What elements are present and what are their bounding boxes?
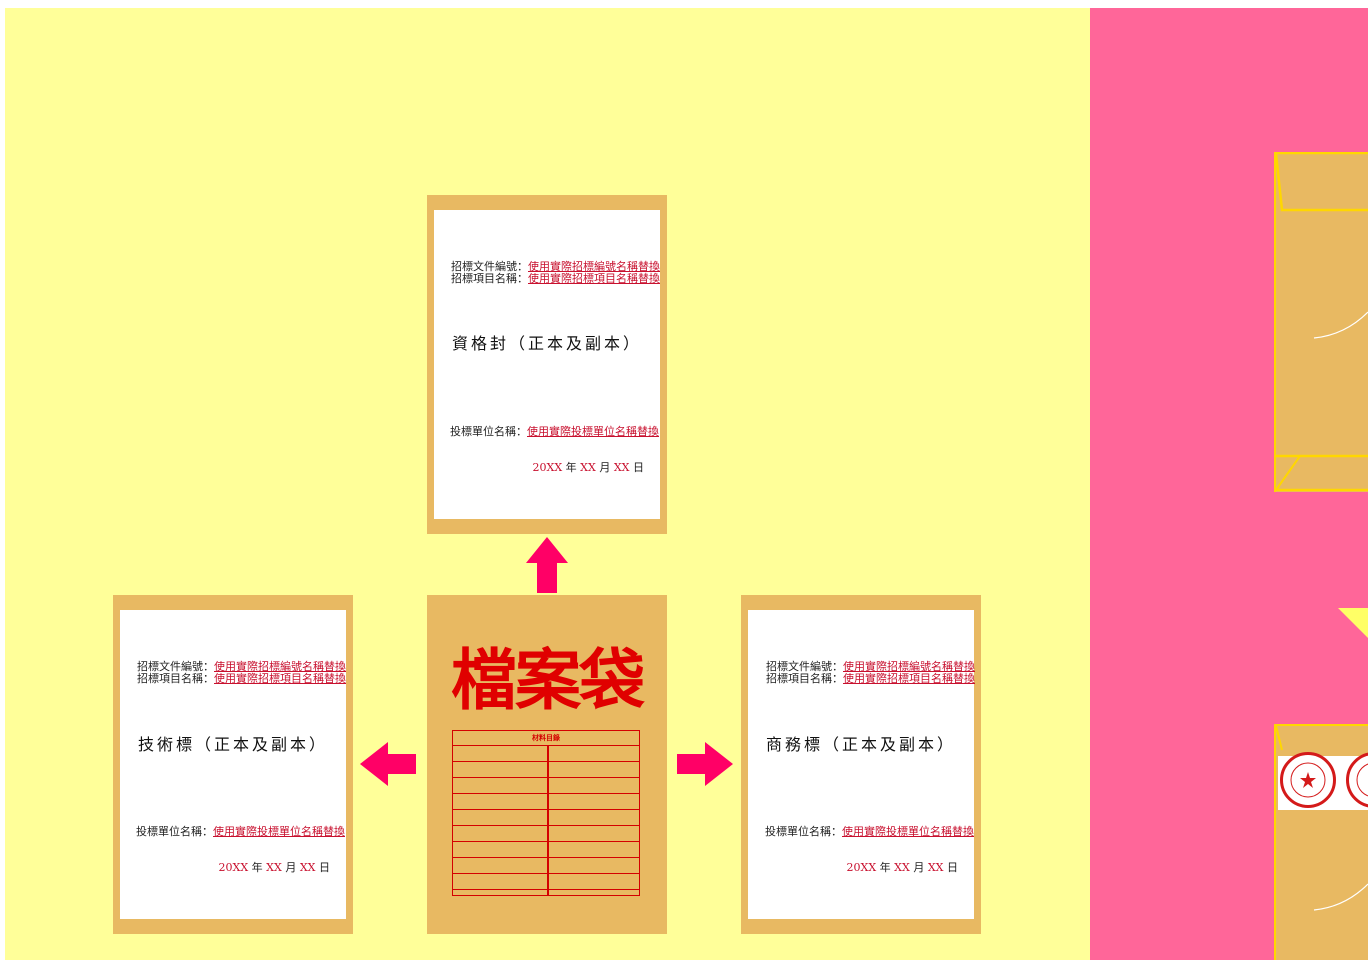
table-row [453,826,639,842]
date-day-label: 日 [319,861,330,874]
tender-name-label: 招標項目名稱： [451,272,528,285]
tender-name-line: 招標項目名稱：使用實際招標項目名稱替換 [451,272,660,285]
tender-name-line: 招標項目名稱：使用實際招標項目名稱替換 [766,672,975,685]
table-row [453,762,639,778]
bidder-label: 投標單位名稱： [765,825,842,838]
bidder-label: 投標單位名稱： [450,425,527,438]
date-month: XX [266,861,282,874]
date-day-label: 日 [633,461,644,474]
tender-name-line: 招標項目名稱：使用實際招標項目名稱替換 [137,672,346,685]
bidder-value: 使用實際投標單位名稱替換 [213,825,345,838]
tender-code-line: 招標文件編號：使用實際招標編號名稱替換 [766,660,975,673]
tender-name-value: 使用實際招標項目名稱替換 [214,672,346,685]
date-year-label: 年 [251,861,263,874]
tender-code-line: 招標文件編號：使用實際招標編號名稱替換 [137,660,346,673]
date-month: XX [580,461,596,474]
table-row [453,810,639,826]
arrow-right-icon [677,742,733,786]
date-year: 20XX [532,461,563,474]
doc-title: 技術標（正本及副本） [137,735,328,754]
seal-stamp-icon [1346,752,1368,808]
date-year: 20XX [846,861,877,874]
bidder-value: 使用實際投標單位名稱替換 [842,825,974,838]
date-day-label: 日 [947,861,958,874]
materials-list-table: 材料目錄 [452,730,640,896]
tender-code-label: 招標文件編號： [766,660,843,673]
bidder-line: 投標單位名稱：使用實際投標單位名稱替換 [765,825,974,838]
tender-name-label: 招標項目名稱： [137,672,214,685]
bidder-line: 投標單位名稱：使用實際投標單位名稱替換 [450,425,659,438]
envelope-partial-top [1274,152,1368,492]
arrow-left-icon [360,742,416,786]
tender-code-label: 招標文件編號： [451,260,528,273]
date-month: XX [894,861,910,874]
date-line: 20XX 年 XX 月 XX 日 [532,459,644,475]
tender-code-line: 招標文件編號：使用實際招標編號名稱替換 [451,260,660,273]
date-year-label: 年 [565,461,577,474]
arrow-up-icon [526,537,568,593]
date-day: XX [613,461,630,474]
tender-name-value: 使用實際招標項目名稱替換 [528,272,660,285]
doc-title: 資格封（正本及副本） [451,334,642,353]
materials-list-header: 材料目錄 [453,731,639,746]
tender-code-label: 招標文件編號： [137,660,214,673]
doc-card-commercial: 招標文件編號：使用實際招標編號名稱替換 招標項目名稱：使用實際招標項目名稱替換 … [741,595,981,934]
tender-name-label: 招標項目名稱： [766,672,843,685]
date-day: XX [927,861,944,874]
date-line: 20XX 年 XX 月 XX 日 [846,859,958,875]
table-row [453,778,639,794]
doc-paper: 招標文件編號：使用實際招標編號名稱替換 招標項目名稱：使用實際招標項目名稱替換 … [120,610,346,919]
date-line: 20XX 年 XX 月 XX 日 [218,859,330,875]
table-row [453,874,639,890]
table-row [453,746,639,762]
tender-name-value: 使用實際招標項目名稱替換 [843,672,975,685]
doc-paper: 招標文件編號：使用實際招標編號名稱替換 招標項目名稱：使用實際招標項目名稱替換 … [748,610,975,919]
date-day: XX [299,861,316,874]
tender-code-value: 使用實際招標編號名稱替換 [214,660,346,673]
table-row [453,794,639,810]
table-row [453,890,639,905]
date-year-label: 年 [879,861,891,874]
bidder-line: 投標單位名稱：使用實際投標單位名稱替換 [136,825,345,838]
tender-code-value: 使用實際招標編號名稱替換 [528,260,660,273]
table-row [453,858,639,874]
date-month-label: 月 [599,461,611,474]
folder-title: 檔案袋 [451,641,645,719]
date-month-label: 月 [913,861,925,874]
date-year: 20XX [218,861,249,874]
table-divider [547,745,549,895]
date-month-label: 月 [285,861,297,874]
doc-title: 商務標（正本及副本） [765,735,956,754]
file-folder-envelope: 檔案袋 材料目錄 [427,595,667,934]
doc-card-qualification: 招標文件編號：使用實際招標編號名稱替換 招標項目名稱：使用實際招標項目名稱替換 … [427,195,667,534]
table-row [453,842,639,858]
doc-paper: 招標文件編號：使用實際招標編號名稱替換 招標項目名稱：使用實際招標項目名稱替換 … [434,210,660,519]
tender-code-value: 使用實際招標編號名稱替換 [843,660,975,673]
bidder-value: 使用實際投標單位名稱替換 [527,425,659,438]
doc-card-technical: 招標文件編號：使用實際招標編號名稱替換 招標項目名稱：使用實際招標項目名稱替換 … [113,595,353,934]
bidder-label: 投標單位名稱： [136,825,213,838]
seal-stamp-icon [1280,752,1336,808]
triangle-decoration [1338,608,1368,638]
